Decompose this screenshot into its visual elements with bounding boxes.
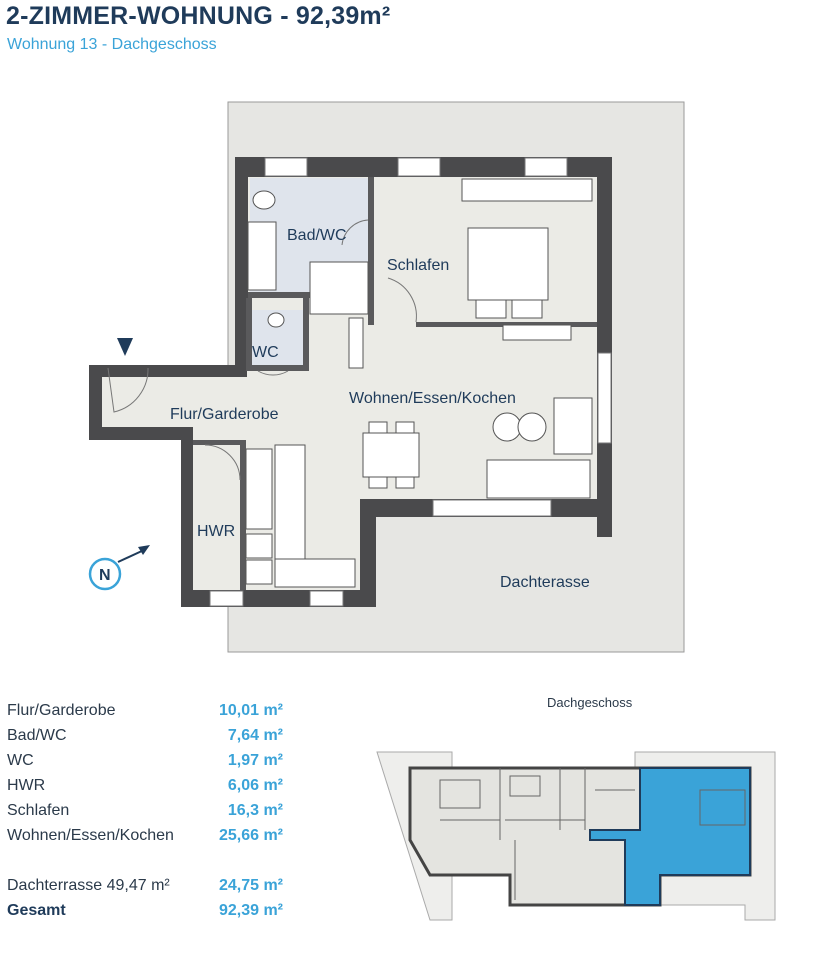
key-plan-floor [408,766,752,907]
page-subtitle: Wohnung 13 - Dachgeschoss [7,36,217,53]
windows [209,157,612,607]
area-name: Schlafen [7,802,70,819]
floor-plan: Bad/WC Schlafen WC Wohnen/Essen/Kochen F… [88,101,685,653]
room-label-wc: WC [252,344,279,361]
area-row: Bad/WC 7,64 m² [7,725,297,750]
terrace-area-name: Dachterrasse 49,47 m² [7,877,170,894]
furniture [245,178,593,588]
room-label-hwr: HWR [197,523,235,540]
area-row: WC 1,97 m² [7,750,297,775]
total-area-name: Gesamt [7,902,66,919]
key-plan-highlight-unit [589,767,751,906]
area-name: Wohnen/Essen/Kochen [7,827,174,844]
area-row: Wohnen/Essen/Kochen 25,66 m² [7,825,297,850]
area-row: HWR 6,06 m² [7,775,297,800]
area-name: HWR [7,777,46,794]
total-area-value: 92,39 m² [218,902,283,919]
north-compass-icon: N [88,545,150,591]
room-label-schlafen: Schlafen [387,257,449,274]
area-row: Schlafen 16,3 m² [7,800,297,825]
area-value: 7,64 m² [227,727,283,744]
area-value: 1,97 m² [227,752,283,769]
area-value: 16,3 m² [227,802,283,819]
area-value: 10,01 m² [218,702,283,719]
area-table: Flur/Garderobe 10,01 m² Bad/WC 7,64 m² W… [7,700,297,925]
doors [107,219,417,481]
key-plan-interior [439,768,746,900]
room-labels: Bad/WC Schlafen WC Wohnen/Essen/Kochen F… [170,227,590,591]
mini-plan-title: Dachgeschoss [547,695,633,710]
room-label-wohnen: Wohnen/Essen/Kochen [349,390,516,407]
compass-label: N [99,567,111,584]
area-name: Bad/WC [7,727,67,744]
key-plan-outline [376,751,776,921]
page-title: 2-ZIMMER-WOHNUNG - 92,39m² [6,2,391,30]
entrance-arrow-icon [117,338,133,356]
area-value: 25,66 m² [218,827,283,844]
area-name: WC [7,752,34,769]
room-label-flur: Flur/Garderobe [170,406,279,423]
room-label-bad: Bad/WC [287,227,347,244]
terrace-area-value: 24,75 m² [218,877,283,894]
area-name: Flur/Garderobe [7,702,116,719]
terrace-area-row: Dachterrasse 49,47 m² 24,75 m² [7,875,297,900]
room-label-terrasse: Dachterasse [500,574,590,591]
area-value: 6,06 m² [227,777,283,794]
total-area-row: Gesamt 92,39 m² [7,900,297,925]
area-row: Flur/Garderobe 10,01 m² [7,700,297,725]
